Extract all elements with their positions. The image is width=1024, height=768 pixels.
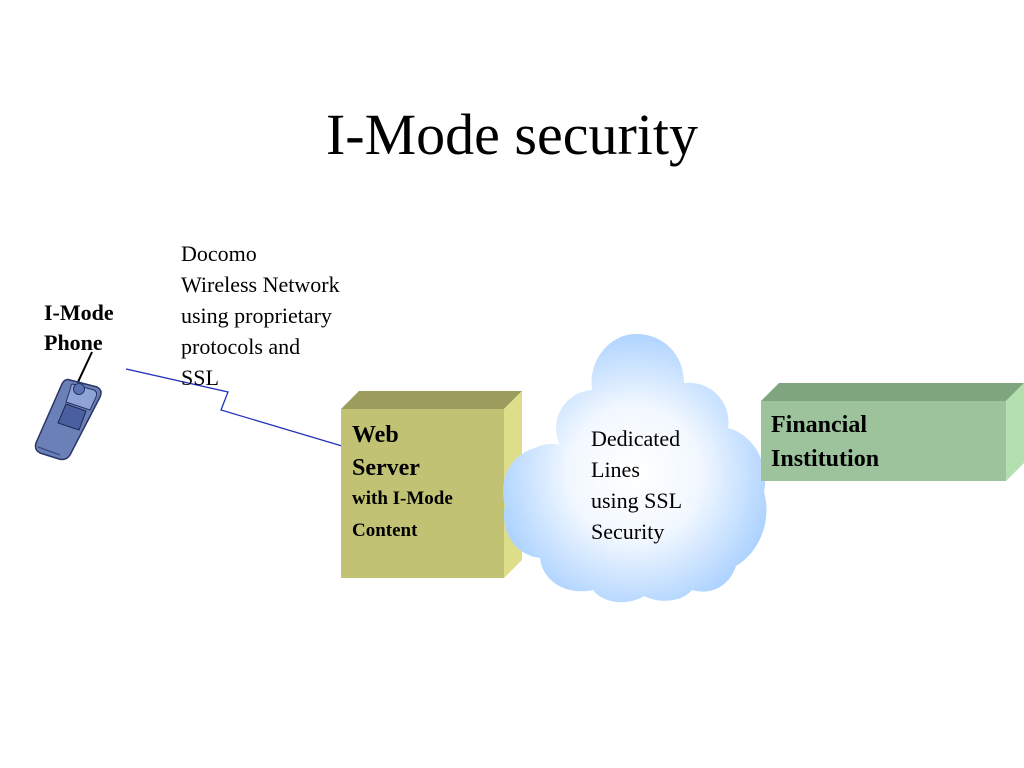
- wireless-link-line: [125, 368, 343, 447]
- wireless-network-label: Docomo Wireless Network using proprietar…: [181, 241, 340, 390]
- mobile-phone-icon: [34, 351, 102, 461]
- dedicated-lines-cloud: [503, 334, 767, 603]
- financial-institution-label: Financial Institution: [771, 412, 880, 472]
- web-server-box: [341, 391, 522, 578]
- phone-label: I-Mode Phone: [44, 300, 114, 355]
- web-server-title: Web Server: [352, 422, 420, 481]
- financial-institution-box: [761, 383, 1024, 481]
- slide-title: I-Mode security: [325, 102, 699, 167]
- web-server-subtitle: with I-Mode Content: [352, 488, 453, 541]
- cloud-label: Dedicated Lines using SSL Security: [591, 426, 683, 544]
